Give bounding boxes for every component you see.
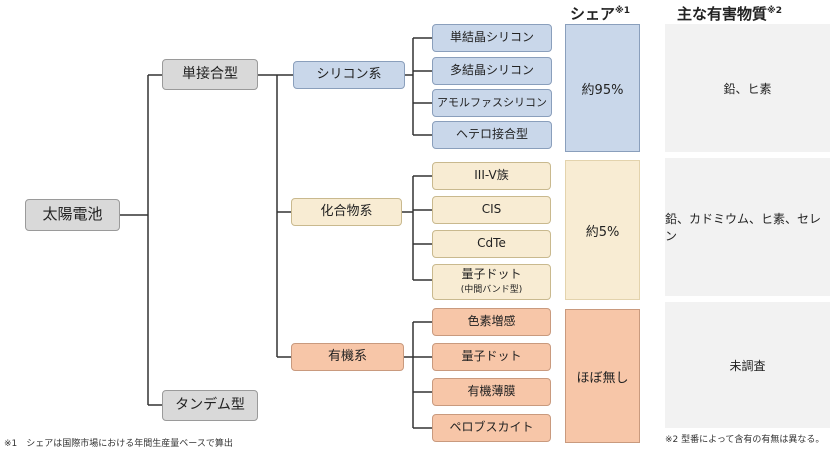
type-single-node: 単接合型 bbox=[162, 59, 258, 90]
harm-silicon-value: 鉛、ヒ素 bbox=[723, 81, 772, 96]
footnote-1: ※1 シェアは国際市場における年間生産量ベースで算出 bbox=[4, 439, 233, 449]
type-tandem-label: タンデム型 bbox=[175, 397, 245, 414]
organic-item-label: 有機薄膜 bbox=[467, 384, 516, 399]
silicon-item: ヘテロ接合型 bbox=[432, 121, 552, 149]
harm-organic-value: 未調査 bbox=[729, 358, 766, 373]
organic-item-label: ペロブスカイト bbox=[449, 420, 534, 435]
category-silicon-label: シリコン系 bbox=[316, 66, 382, 82]
harm-compound: 鉛、カドミウム、ヒ素、セレン bbox=[665, 158, 830, 296]
organic-item: ペロブスカイト bbox=[432, 414, 551, 442]
footnote-2: ※2 型番によって含有の有無は異なる。 bbox=[665, 435, 825, 445]
compound-item-label: CIS bbox=[481, 202, 502, 217]
root-label: 太陽電池 bbox=[42, 205, 103, 224]
category-organic-label: 有機系 bbox=[327, 348, 367, 364]
harm-organic: 未調査 bbox=[665, 302, 830, 428]
organic-item-label: 色素増感 bbox=[467, 314, 516, 329]
share-header: シェア※1 bbox=[570, 3, 630, 24]
share-organic-value: ほぼ無し bbox=[576, 370, 629, 386]
share-header-note: ※1 bbox=[615, 6, 631, 16]
harm-header: 主な有害物質※2 bbox=[677, 3, 782, 24]
category-compound-label: 化合物系 bbox=[320, 203, 373, 219]
organic-item: 色素増感 bbox=[432, 308, 551, 336]
organic-item-label: 量子ドット bbox=[461, 349, 522, 364]
root-node: 太陽電池 bbox=[25, 199, 120, 231]
category-organic-node: 有機系 bbox=[291, 343, 404, 371]
share-silicon: 約95% bbox=[565, 24, 640, 152]
share-silicon-value: 約95% bbox=[581, 82, 624, 98]
type-single-label: 単接合型 bbox=[182, 66, 238, 83]
share-organic: ほぼ無し bbox=[565, 309, 640, 443]
compound-item: III-V族 bbox=[432, 162, 551, 190]
share-compound-value: 約5% bbox=[585, 224, 620, 240]
compound-item: CdTe bbox=[432, 230, 551, 258]
compound-item: 量子ドット (中間バンド型) bbox=[432, 264, 551, 300]
category-compound-node: 化合物系 bbox=[291, 198, 402, 226]
silicon-item: 多結晶シリコン bbox=[432, 57, 552, 85]
compound-item: CIS bbox=[432, 196, 551, 224]
organic-item: 有機薄膜 bbox=[432, 378, 551, 406]
type-tandem-node: タンデム型 bbox=[162, 390, 258, 421]
category-silicon-node: シリコン系 bbox=[293, 61, 405, 89]
compound-item-label: 量子ドット bbox=[461, 267, 522, 282]
silicon-item-label: アモルファスシリコン bbox=[437, 95, 547, 109]
silicon-item-label: 多結晶シリコン bbox=[449, 63, 534, 78]
silicon-item-label: 単結晶シリコン bbox=[449, 30, 534, 45]
harm-silicon: 鉛、ヒ素 bbox=[665, 24, 830, 152]
share-header-text: シェア bbox=[570, 5, 616, 23]
harm-compound-value: 鉛、カドミウム、ヒ素、セレン bbox=[665, 212, 822, 243]
compound-item-label: III-V族 bbox=[474, 168, 509, 183]
silicon-item: アモルファスシリコン bbox=[432, 89, 552, 117]
organic-item: 量子ドット bbox=[432, 343, 551, 371]
harm-header-note: ※2 bbox=[767, 6, 783, 16]
silicon-item: 単結晶シリコン bbox=[432, 24, 552, 52]
share-compound: 約5% bbox=[565, 160, 640, 300]
compound-item-label: CdTe bbox=[477, 236, 506, 251]
harm-header-text: 主な有害物質 bbox=[677, 5, 768, 23]
compound-item-note: (中間バンド型) bbox=[460, 285, 523, 296]
silicon-item-label: ヘテロ接合型 bbox=[455, 127, 528, 142]
